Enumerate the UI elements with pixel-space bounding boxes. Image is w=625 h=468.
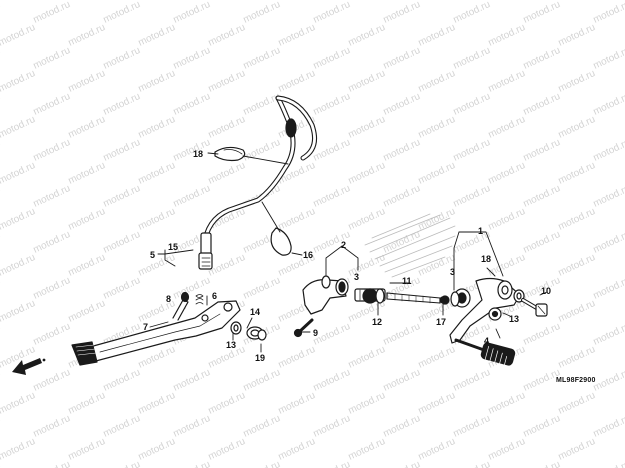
callout-3-left: 3 [354,272,360,282]
shift-pedal-left [71,291,241,366]
callout-18-upper: 18 [193,149,204,159]
callout-13-left: 13 [226,340,237,350]
callout-1: 1 [478,226,484,236]
callout-2: 2 [341,240,347,250]
callout-18-right: 18 [481,254,492,264]
callout-15: 15 [168,242,179,252]
callout-4: 4 [484,336,490,346]
callout-12: 12 [372,317,383,327]
clamp-upper [214,146,246,162]
callout-8: 8 [166,294,172,304]
callout-10: 10 [541,286,552,296]
callout-6: 6 [212,291,218,301]
shift-rod [198,95,317,270]
washers-left [230,321,267,341]
callout-17: 17 [436,317,447,327]
callout-3-right: 3 [450,267,456,277]
callout-14: 14 [250,307,261,317]
callout-7: 7 [143,322,149,332]
callout-5: 5 [150,250,156,260]
shift-arm [293,275,349,338]
clamp-lower [270,227,292,256]
callout-16: 16 [303,250,314,260]
shift-shaft [354,288,471,308]
callout-11: 11 [402,276,412,286]
diagram-code: ML98F2900 [556,377,596,384]
callout-19: 19 [255,353,266,363]
callout-9: 9 [313,328,319,338]
shift-pedal-right [449,277,525,370]
front-direction-arrow-icon [12,358,46,375]
crankcase-hatch [364,213,456,278]
callout-13-right: 13 [509,314,520,324]
washer-17 [439,296,447,304]
bolt-right [521,298,548,317]
